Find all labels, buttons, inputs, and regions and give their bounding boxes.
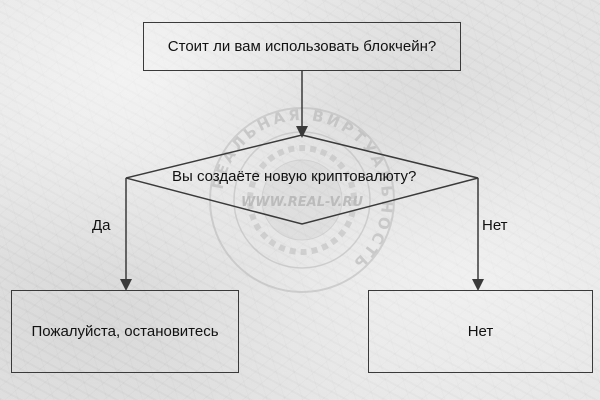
no-branch-label: Нет: [482, 217, 508, 234]
decision-diamond: [125, 134, 479, 225]
no-result-box: Нет: [368, 290, 593, 373]
yes-branch-label: Да: [92, 217, 111, 234]
yes-result-box: Пожалуйста, остановитесь: [11, 290, 239, 373]
start-box-text: Стоит ли вам использовать блокчейн?: [167, 38, 437, 55]
no-result-text: Нет: [467, 323, 494, 340]
decision-question-text: Вы создаёте новую криптовалюту?: [172, 168, 417, 185]
watermark-url: WWW.REAL-V.RU: [241, 195, 363, 210]
start-box: Стоит ли вам использовать блокчейн?: [143, 22, 461, 71]
yes-result-text: Пожалуйста, остановитесь: [31, 323, 219, 340]
